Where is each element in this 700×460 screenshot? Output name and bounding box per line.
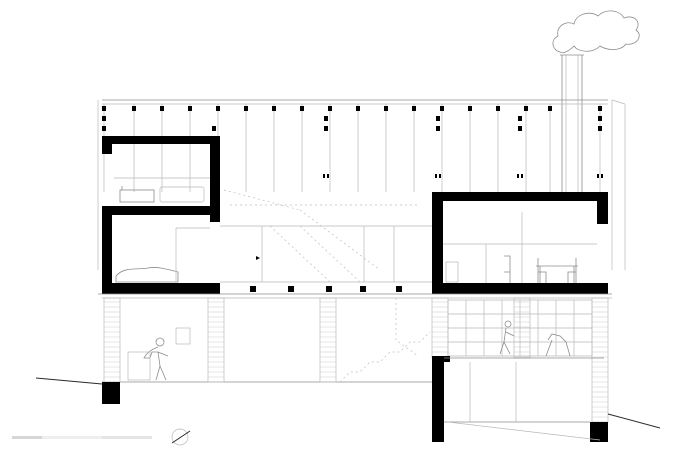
- purlin-block: [496, 106, 500, 111]
- purlin-block: [272, 106, 276, 111]
- roof-structure: [97, 99, 626, 270]
- ground-floor: [102, 297, 612, 423]
- purlin-block: [521, 174, 523, 178]
- bathtub-icon: [114, 177, 210, 203]
- purlin-block: [439, 174, 441, 178]
- purlin-block: [518, 126, 522, 131]
- upper-right-room-walls: [432, 192, 608, 294]
- purlin-block: [102, 116, 106, 121]
- left-footing: [102, 382, 120, 404]
- purlin-block: [436, 116, 440, 121]
- north-arrow-icon: [171, 428, 191, 446]
- purlin-block: [323, 174, 325, 178]
- central-hall: [220, 189, 432, 283]
- purlin-block: [598, 126, 602, 131]
- purlin-block: [324, 126, 328, 131]
- purlin-block: [188, 106, 192, 111]
- purlin-block: [524, 106, 528, 111]
- purlin-block: [597, 174, 599, 178]
- purlin-block: [102, 126, 106, 131]
- purlin-block: [132, 106, 136, 111]
- purlin-block: [160, 106, 164, 111]
- purlin-block: [468, 106, 472, 111]
- purlin-block: [216, 106, 220, 111]
- purlin-block: [328, 106, 332, 111]
- floor-slab: [98, 286, 612, 295]
- purlin-block: [435, 174, 437, 178]
- purlin-block: [244, 106, 248, 111]
- purlin-block: [436, 126, 440, 131]
- purlin-block: [327, 174, 329, 178]
- purlin-block: [440, 106, 444, 111]
- purlin-block: [548, 106, 552, 111]
- chimney: [560, 54, 584, 192]
- purlin-block: [384, 106, 388, 111]
- basement-walls: [432, 356, 608, 442]
- purlin-block: [356, 106, 360, 111]
- purlin-block: [212, 126, 216, 131]
- purlin-block: [324, 116, 328, 121]
- purlin-block: [598, 116, 602, 121]
- purlin-block: [598, 106, 602, 111]
- purlin-block: [102, 106, 106, 111]
- upper-left-room-walls: [102, 136, 220, 294]
- scale-bar-icon: [12, 436, 152, 439]
- terrain: [35, 377, 661, 441]
- purlin-block: [601, 174, 603, 178]
- smoke-icon: [552, 10, 640, 54]
- purlin-block: [300, 106, 304, 111]
- human-figure-icon: [127, 320, 571, 381]
- purlin-block: [517, 174, 519, 178]
- purlin-block: [412, 106, 416, 111]
- bed-icon: [115, 227, 210, 283]
- dining-table-icon: [443, 212, 597, 283]
- purlin-block: [518, 116, 522, 121]
